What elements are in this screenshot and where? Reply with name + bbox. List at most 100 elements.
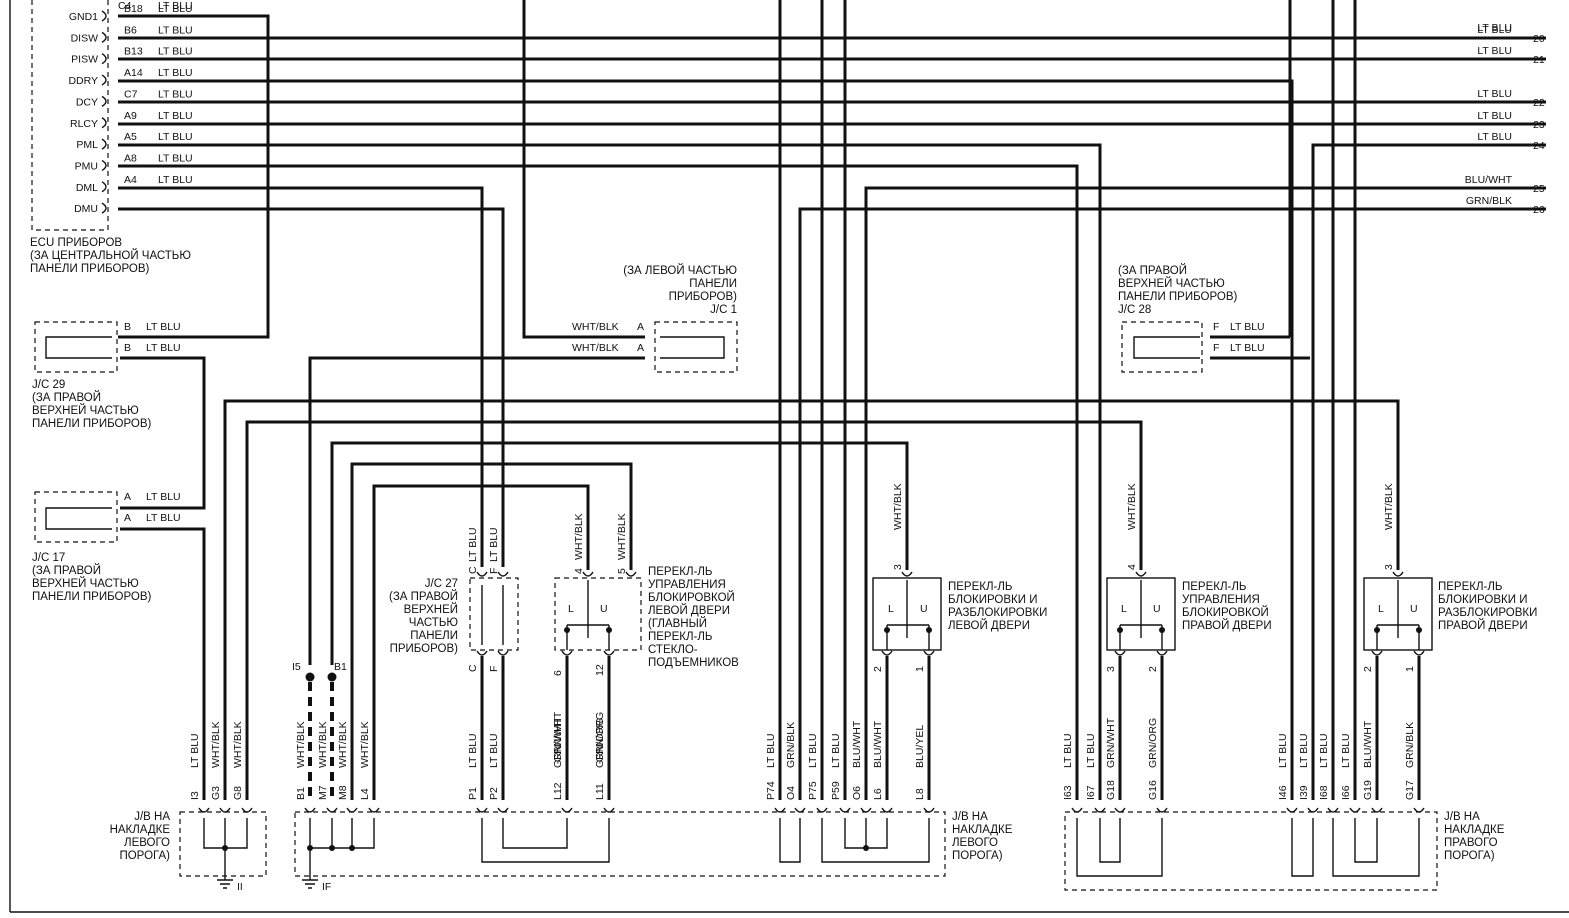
jc28-pin-2: F xyxy=(1213,342,1219,354)
sw-rctl-node-u xyxy=(1159,627,1165,633)
connector-arrow xyxy=(1327,807,1339,813)
ecu-pin-color: LT BLU xyxy=(158,67,193,79)
jb-wire-color: GRN/WHT xyxy=(1105,717,1117,768)
jb-pin-number: G17 xyxy=(1404,780,1416,800)
jb-pin-number: P2 xyxy=(488,787,500,800)
connector-arrow xyxy=(1156,650,1168,656)
jb-pin-number: I68 xyxy=(1318,785,1330,800)
jc28-wire-1: LT BLU xyxy=(1230,321,1265,333)
jc27-label-5: ПАНЕЛИ xyxy=(410,630,458,642)
sw-main-label-4: ЛЕВОЙ ДВЕРИ xyxy=(648,604,730,617)
sw-rctl-pin-2: 2 xyxy=(1147,666,1159,672)
jc28-wire-2: LT BLU xyxy=(1230,342,1265,354)
sw-main-l: L xyxy=(568,603,574,615)
connector-arrow xyxy=(1135,571,1147,577)
ecu-pin-name: GND1 xyxy=(69,11,98,23)
connector-arrow xyxy=(1094,807,1106,813)
jb-pin-number: L6 xyxy=(872,788,884,800)
jb-pin-number: L11 xyxy=(594,783,606,800)
splice-b1 xyxy=(327,672,337,682)
jb-wire-color: LT BLU xyxy=(1085,733,1097,768)
jb-wire-color: GRN/ORG xyxy=(1147,718,1159,768)
sw-rctl-label-2: УПРАВЛЕНИЯ xyxy=(1182,594,1260,606)
sw-ldoor-node-l xyxy=(884,627,890,633)
jc28-label-2: ВЕРХНЕЙ ЧАСТЬЮ xyxy=(1118,277,1225,290)
jb-left1-label-3: ЛЕВОГО xyxy=(124,837,170,849)
ecu-pin-number: B18 xyxy=(124,3,143,15)
jc17-wire-2: LT BLU xyxy=(146,512,181,524)
jb-wire-color: WHT/BLK xyxy=(337,721,349,768)
ecu-pin-color: LT BLU xyxy=(158,110,193,122)
jc28-bridge xyxy=(1133,336,1200,359)
ecu-pin-arrow xyxy=(101,117,107,129)
sw-ldoor-label-1: ПЕРЕКЛ-ЛЬ xyxy=(948,581,1012,593)
connector-arrow xyxy=(1156,807,1168,813)
ecu-pin-name: PISW xyxy=(71,54,98,66)
connector-arrow xyxy=(774,807,786,813)
jc27-label-1: J/C 27 xyxy=(425,578,458,590)
jc29-label-2: (ЗА ПРАВОЙ xyxy=(32,391,101,404)
connector-arrow xyxy=(923,650,935,656)
connector-arrow xyxy=(304,807,316,813)
jc28-pin-1: F xyxy=(1213,321,1219,333)
ecu-pin-arrow xyxy=(101,10,107,22)
sw-main-label-6: ПЕРЕКЛ-ЛЬ xyxy=(648,631,712,643)
jc1-pin-1: A xyxy=(637,321,644,333)
ecu-pin-number: B6 xyxy=(124,24,137,36)
jc17-label-3: ВЕРХНЕЙ ЧАСТЬЮ xyxy=(32,577,139,590)
jc1-label-1: (ЗА ЛЕВОЙ ЧАСТЬЮ xyxy=(623,264,737,277)
sw-rctl-label-4: ПРАВОЙ ДВЕРИ xyxy=(1182,619,1272,632)
connector-arrow xyxy=(561,807,573,813)
jc29-pin-1: B xyxy=(124,321,131,333)
right-wire-number: 24 xyxy=(1533,140,1545,152)
jb-right-bus-a xyxy=(1076,818,1163,877)
jc29-wire-1: LT BLU xyxy=(146,321,181,333)
sw-main-wire-6: GRN/WHT xyxy=(552,711,564,762)
connector-arrow xyxy=(346,807,358,813)
jb-wire-color: WHT/BLK xyxy=(210,721,222,768)
ecu-pin-color: LT BLU xyxy=(158,24,193,36)
ecu-pin-arrow xyxy=(101,159,107,172)
ecu-pin-number: A9 xyxy=(124,110,137,122)
connector-arrow xyxy=(497,571,509,577)
sw-rdoor-l: L xyxy=(1378,603,1384,615)
ecu-pin-name: PML xyxy=(76,139,98,151)
jb-pin-number: P74 xyxy=(765,781,777,800)
sw-main-wire-12: GRN/ORG xyxy=(594,712,606,762)
jc29-pin-2: B xyxy=(124,342,131,354)
jc27-label-2: (ЗА ПРАВОЙ xyxy=(389,590,458,603)
jb-pin-number: L4 xyxy=(359,788,371,800)
jb-wire-color: LT BLU xyxy=(1318,733,1330,768)
sw-main-label-2: УПРАВЛЕНИЯ xyxy=(648,579,726,591)
jb-left1-box xyxy=(179,811,267,877)
jb-wire-color: LT BLU xyxy=(830,733,842,768)
jc27-label-4: ЧАСТЬЮ xyxy=(409,617,459,629)
jb-pin-number: M7 xyxy=(317,785,329,800)
connector-arrow xyxy=(1349,807,1361,813)
jb-left2-label-1: J/B НА xyxy=(952,811,988,823)
sw-rdoor-label-1: ПЕРЕКЛ-ЛЬ xyxy=(1438,581,1502,593)
sw-ldoor-pin-2: 2 xyxy=(872,666,884,672)
jb-pin-number: P59 xyxy=(830,781,842,800)
jc1-pin-2: A xyxy=(637,342,644,354)
sw-rdoor-label-4: ПРАВОЙ ДВЕРИ xyxy=(1438,619,1528,632)
jb-wire-color: LT BLU xyxy=(1062,733,1074,768)
ecu-pin-number: A8 xyxy=(124,152,137,164)
ecu-pin-arrow xyxy=(101,53,107,65)
sw-main-pin-4: 4 xyxy=(573,568,585,574)
jb-pin-number: G16 xyxy=(1147,780,1159,800)
right-wire-color: LT BLU xyxy=(1477,24,1512,36)
jc27-bot-pin-f: F xyxy=(488,666,500,672)
jb-left2-node-3 xyxy=(307,845,313,851)
jb-left2-node-4 xyxy=(863,845,869,851)
sw-rdoor-pin-1: 1 xyxy=(1404,666,1416,672)
ecu-pin-number: C7 xyxy=(124,88,138,100)
jc17-label-4: ПАНЕЛИ ПРИБОРОВ) xyxy=(32,591,152,603)
jb-pin-number: I46 xyxy=(1277,785,1289,800)
ecu-pin-name: PMU xyxy=(75,160,98,172)
jc17-bridge xyxy=(45,507,112,530)
jb-left1-node xyxy=(222,845,228,851)
jb-left2-label-4: ПОРОГА) xyxy=(952,850,1003,862)
jb-pin-number: G19 xyxy=(1362,780,1374,800)
connector-arrow xyxy=(368,807,380,813)
